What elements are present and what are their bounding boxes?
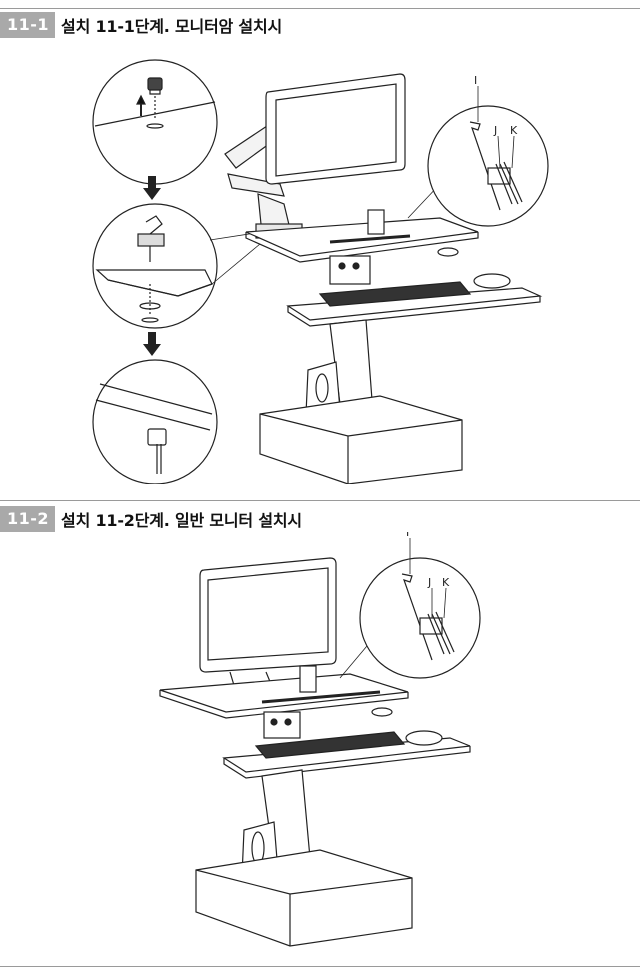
illustration-monitor-arm-install: I J K — [92, 59, 549, 484]
bottom-rule — [0, 966, 640, 967]
callout-label-j: J — [493, 124, 497, 137]
section-divider — [0, 500, 640, 501]
callout-label-i: I — [474, 74, 477, 87]
monitor — [265, 73, 406, 185]
callout-label-k: K — [442, 576, 450, 589]
detail-circle-hex-keys — [359, 538, 481, 679]
step-badge: 11-1 — [0, 12, 56, 38]
down-arrow-icon — [143, 176, 161, 200]
callout-label-k: K — [510, 124, 518, 137]
detail-circle-hex-keys — [427, 86, 549, 227]
step-title: 설치 11-1단계. 모니터암 설치시 — [61, 17, 282, 36]
step-title: 설치 11-2단계. 일반 모니터 설치시 — [61, 511, 302, 530]
standing-desk — [159, 665, 471, 947]
section-header-11-1: 11-1 설치 11-1단계. 모니터암 설치시 — [0, 12, 282, 38]
detail-circle-under-desk — [92, 359, 218, 484]
detail-circle-grommet — [92, 59, 218, 185]
top-rule — [0, 8, 640, 9]
down-arrow-icon — [143, 332, 161, 356]
callout-label-j: J — [427, 576, 431, 589]
section-header-11-2: 11-2 설치 11-2단계. 일반 모니터 설치시 — [0, 506, 302, 532]
detail-circle-clamp — [92, 203, 218, 329]
standing-desk — [245, 209, 543, 484]
callout-label-i: I — [406, 532, 409, 539]
monitor — [199, 557, 337, 699]
step-badge: 11-2 — [0, 506, 56, 532]
illustration-regular-monitor-install: I J K — [159, 532, 481, 947]
